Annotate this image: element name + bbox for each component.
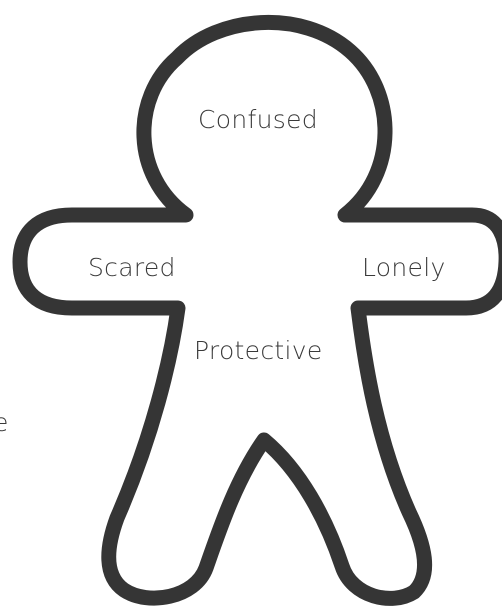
body-label: Protective	[194, 338, 323, 363]
edge-text-fragment: e	[0, 410, 9, 435]
right-arm-label: Lonely	[362, 255, 446, 280]
left-arm-label: Scared	[88, 255, 176, 280]
head-label: Confused	[198, 107, 318, 132]
